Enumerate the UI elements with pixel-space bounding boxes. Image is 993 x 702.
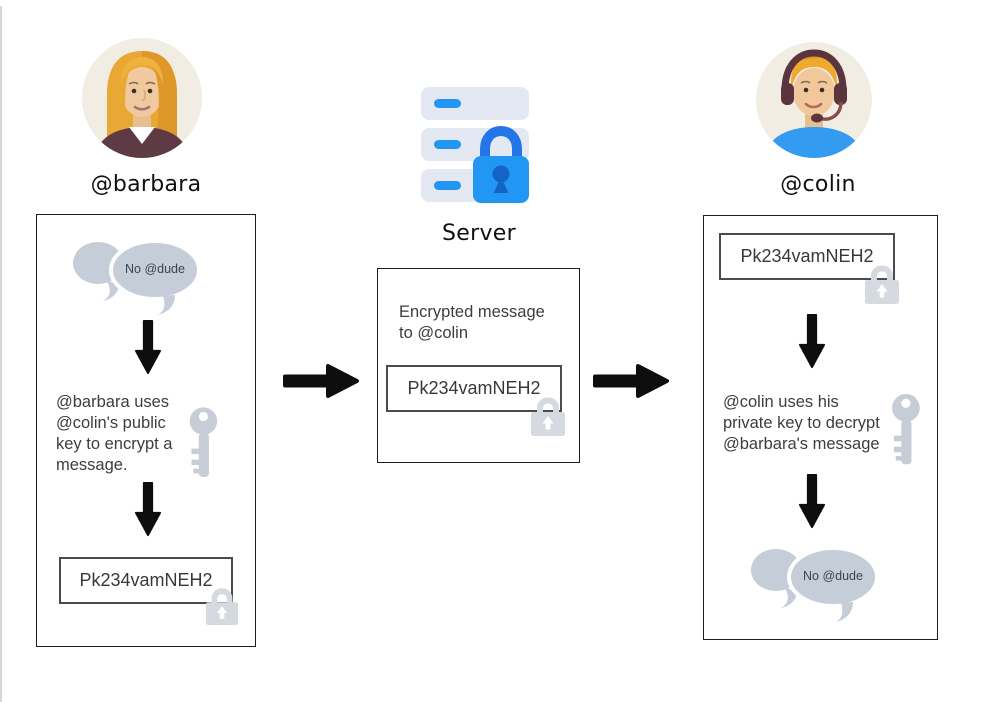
step-line: key to encrypt a <box>56 435 173 453</box>
padlock-icon <box>528 396 568 441</box>
barbara-avatar <box>82 38 202 158</box>
down-arrow-icon <box>134 481 162 539</box>
barbara-step-text: @barbara uses @colin's public key to enc… <box>56 392 204 476</box>
ciphertext-box: Pk234vamNEH2 <box>386 365 562 412</box>
decrypted-message-bubbles: No @dude <box>749 544 879 624</box>
woman-avatar-icon <box>82 38 202 158</box>
ciphertext-value: Pk234vamNEH2 <box>79 570 213 590</box>
step-line: @colin uses his <box>723 393 839 411</box>
server-message-panel: Encrypted message to @colin Pk234vamNEH2 <box>377 268 580 463</box>
man-headset-avatar-icon <box>756 42 872 158</box>
encrypted-message-caption: Encrypted message to @colin <box>399 302 559 344</box>
down-arrow-icon <box>798 313 826 371</box>
speech-bubbles-icon <box>751 546 879 622</box>
colin-handle-label: @colin <box>780 172 856 197</box>
down-arrow-icon <box>798 473 826 531</box>
step-line: @barbara's message <box>723 435 880 453</box>
ciphertext-value: Pk234vamNEH2 <box>740 246 874 266</box>
ciphertext-box: Pk234vamNEH2 <box>59 557 233 604</box>
step-line: private key to decrypt <box>723 414 880 432</box>
arrow-right-icon <box>592 363 670 399</box>
barbara-step-panel: No @dude @barbara uses @colin's public k… <box>36 214 256 647</box>
plain-message-text: No @dude <box>125 262 185 276</box>
arrow-right-icon <box>282 363 360 399</box>
padlock-icon <box>203 587 241 630</box>
server-label: Server <box>442 221 516 246</box>
speech-bubbles-icon <box>73 239 201 315</box>
caption-line: Encrypted message <box>399 303 545 321</box>
padlock-icon <box>862 264 902 309</box>
step-line: @colin's public <box>56 414 166 432</box>
server-icon <box>421 87 533 207</box>
step-line: message. <box>56 456 128 474</box>
page-edge-line <box>0 6 2 702</box>
barbara-handle-label: @barbara <box>90 172 202 197</box>
colin-step-panel: Pk234vamNEH2 @colin uses his private key… <box>703 215 938 640</box>
colin-step-text: @colin uses his private key to decrypt @… <box>723 392 901 455</box>
decrypted-message-text: No @dude <box>803 569 863 583</box>
ciphertext-value: Pk234vamNEH2 <box>407 378 541 398</box>
ciphertext-box: Pk234vamNEH2 <box>719 233 895 280</box>
server-lock-icon <box>421 87 529 203</box>
step-line: @barbara uses <box>56 393 170 411</box>
down-arrow-icon <box>134 319 162 377</box>
plain-message-bubbles: No @dude <box>71 237 201 317</box>
caption-line: to @colin <box>399 324 469 342</box>
private-key-icon <box>887 394 923 473</box>
public-key-icon <box>186 407 219 486</box>
colin-avatar <box>756 42 872 158</box>
